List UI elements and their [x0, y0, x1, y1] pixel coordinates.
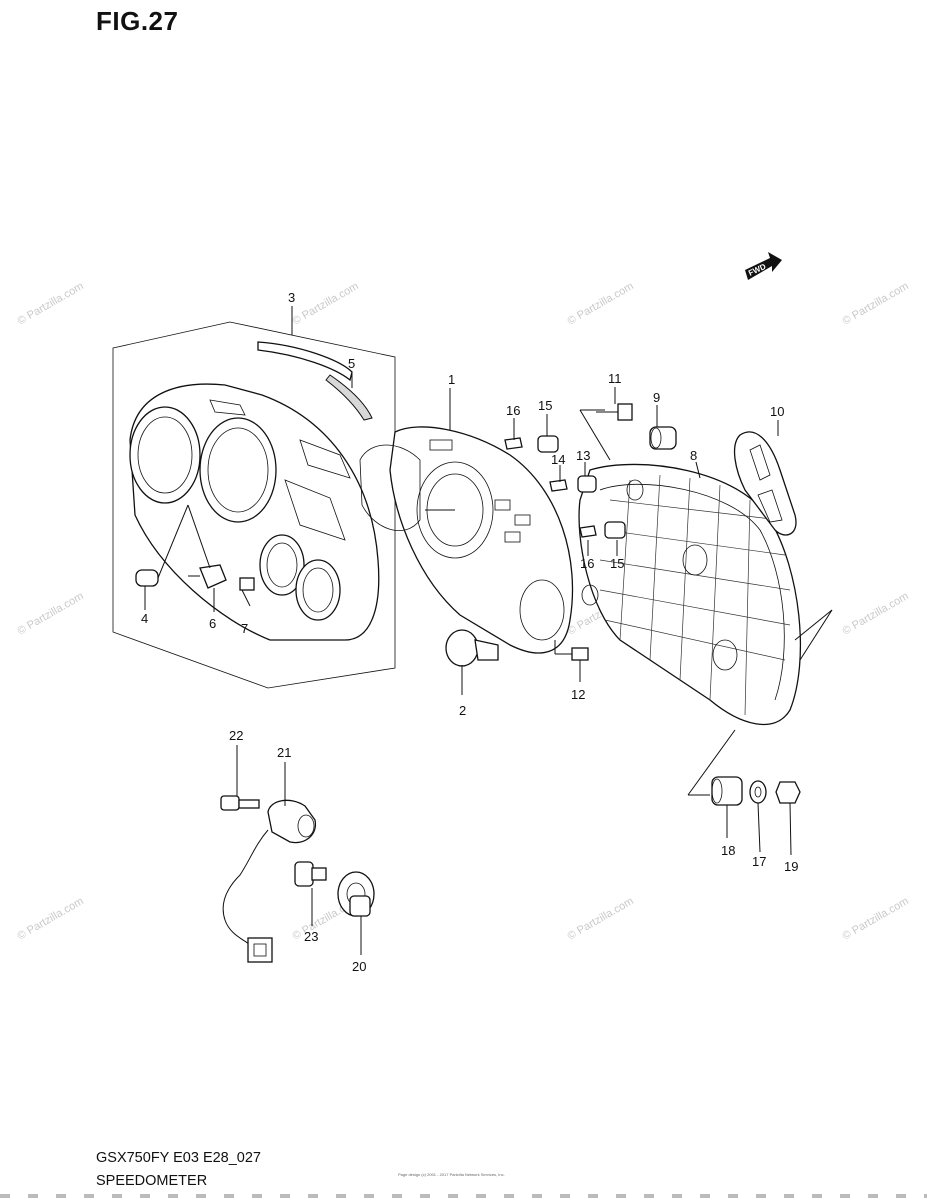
watermark: © Partzilla.com — [841, 590, 911, 637]
callout-9: 9 — [653, 390, 660, 405]
callout-21: 21 — [277, 745, 291, 760]
callout-20: 20 — [352, 959, 366, 974]
callout-7: 7 — [241, 621, 248, 636]
figure-title: FIG.27 — [96, 6, 179, 36]
callout-14: 14 — [551, 452, 565, 467]
callout-4: 4 — [141, 611, 148, 626]
copyright-note: Page design (c) 2001 - 2017 Partzilla Ne… — [398, 1172, 505, 1177]
callout-16b: 16 — [580, 556, 594, 571]
watermark: © Partzilla.com — [566, 280, 636, 327]
callout-23: 23 — [304, 929, 318, 944]
outer-case-group — [112, 321, 396, 689]
watermark: © Partzilla.com — [16, 280, 86, 327]
back-panel-group — [504, 403, 833, 856]
callout-18: 18 — [721, 843, 735, 858]
figure-code: GSX750FY E03 E28_027 — [96, 1150, 261, 1166]
callout-6: 6 — [209, 616, 216, 631]
watermark: © Partzilla.com — [566, 895, 636, 942]
watermark: © Partzilla.com — [841, 895, 911, 942]
callout-15b: 15 — [610, 556, 624, 571]
callout-8: 8 — [690, 448, 697, 463]
callout-3: 3 — [288, 290, 295, 305]
callout-11: 11 — [608, 371, 622, 386]
callout-17: 17 — [752, 854, 766, 869]
callout-1: 1 — [448, 372, 455, 387]
bottom-divider — [0, 1194, 927, 1198]
watermark: © Partzilla.com — [16, 590, 86, 637]
callout-16a: 16 — [506, 403, 520, 418]
sensor-group — [220, 745, 375, 963]
gauge-assembly — [359, 426, 589, 695]
fwd-arrow-icon: FWD — [745, 252, 782, 280]
watermark: © Partzilla.com — [16, 895, 86, 942]
callout-12: 12 — [571, 687, 585, 702]
callout-5: 5 — [348, 356, 355, 371]
fwd-label: FWD — [747, 262, 768, 278]
watermark: © Partzilla.com — [291, 280, 361, 327]
callouts: 1 2 3 4 5 6 7 8 9 10 11 12 13 14 15 15 1… — [141, 290, 798, 974]
callout-19: 19 — [784, 859, 798, 874]
callout-15a: 15 — [538, 398, 552, 413]
callout-22: 22 — [229, 728, 243, 743]
watermark: © Partzilla.com — [841, 280, 911, 327]
leader-lines — [144, 306, 779, 612]
callout-10: 10 — [770, 404, 784, 419]
callout-13: 13 — [576, 448, 590, 463]
figure-name: SPEEDOMETER — [96, 1173, 208, 1189]
callout-2: 2 — [459, 703, 466, 718]
